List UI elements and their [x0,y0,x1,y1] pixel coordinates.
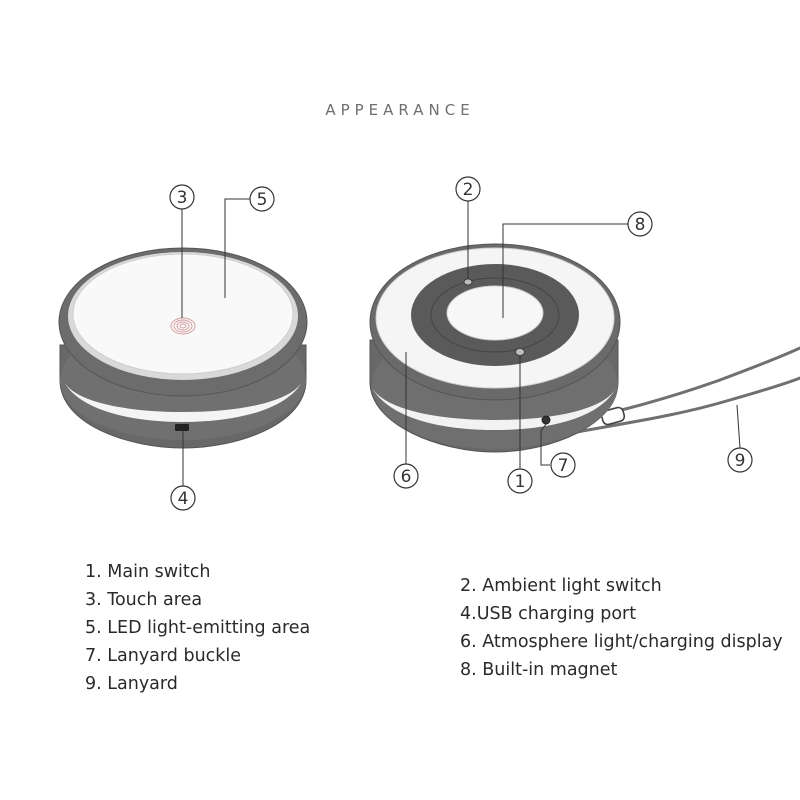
usb-port [175,424,189,431]
callout-1: 1 [507,356,533,494]
main-switch [515,348,525,356]
svg-text:8: 8 [635,215,646,235]
lanyard-toggle [600,406,626,426]
svg-text:2: 2 [463,180,474,200]
left-device-led-band [64,382,302,422]
svg-text:5: 5 [257,190,268,210]
legend-item: 8. Built-in magnet [460,660,618,680]
right-device-led-band [372,388,616,430]
legend-item: 7. Lanyard buckle [85,646,242,666]
legend-item: 4.USB charging port [460,604,637,624]
legend-item: 9. Lanyard [85,674,178,694]
ambient-light-switch [463,278,473,286]
callout-5: 5 [224,186,275,298]
svg-text:6: 6 [401,467,412,487]
svg-text:4: 4 [178,489,189,509]
touch-area-icon [170,317,196,335]
lanyard-buckle [541,415,551,425]
legend-item: 3. Touch area [85,590,203,610]
svg-text:3: 3 [177,188,188,208]
legend-right: 2. Ambient light switch 4.USB charging p… [460,572,783,684]
svg-text:7: 7 [558,456,569,476]
legend-item: 1. Main switch [85,562,211,582]
legend-item: 6. Atmosphere light/charging display [460,632,783,652]
callout-4: 4 [170,431,196,511]
callout-3: 3 [169,184,195,318]
legend-item: 5. LED light-emitting area [85,618,311,638]
legend-left: 1. Main switch 3. Touch area 5. LED ligh… [85,558,310,698]
svg-text:1: 1 [515,472,526,492]
callout-9: 9 [727,404,753,473]
left-device [58,247,308,449]
callout-8: 8 [502,211,653,318]
callout-2: 2 [455,176,481,279]
callout-6: 6 [393,352,419,489]
callout-7: 7 [540,423,576,478]
page-title: APPEARANCE [325,101,475,119]
left-device-led-surface [72,253,294,375]
legend-item: 2. Ambient light switch [460,576,662,596]
svg-text:9: 9 [735,451,746,471]
right-device [369,243,800,453]
